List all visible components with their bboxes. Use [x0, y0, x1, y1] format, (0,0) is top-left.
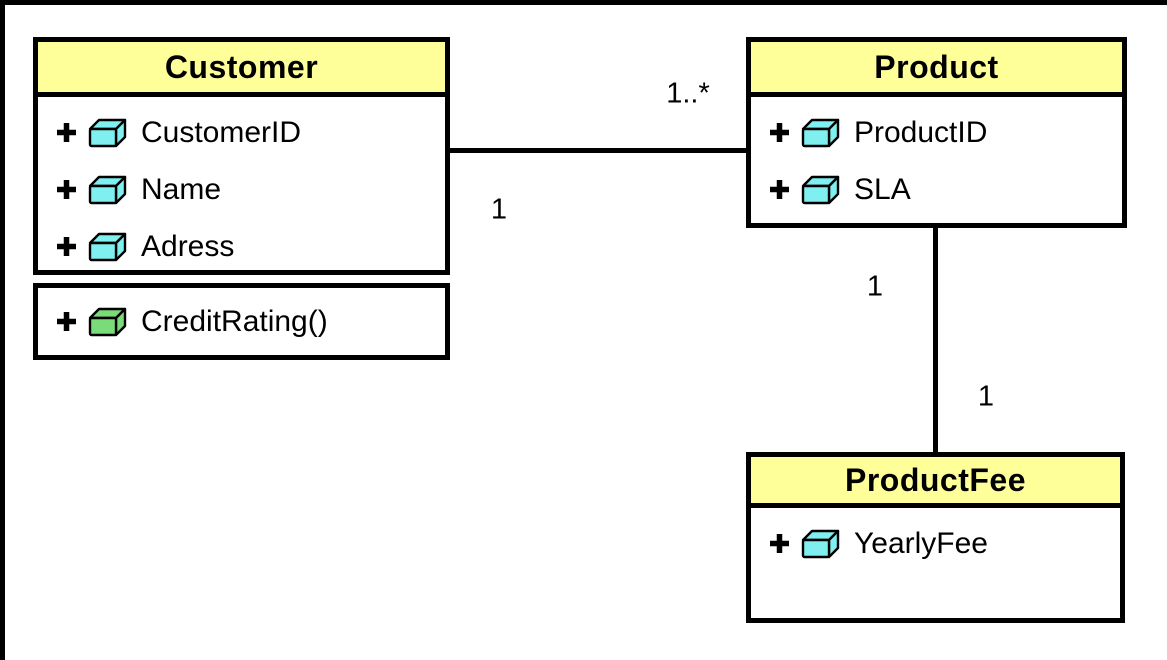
attribute-row: Adress: [38, 218, 445, 275]
class-productfee-title: ProductFee: [844, 461, 1027, 498]
class-product-attributes: ProductID SLA: [751, 97, 1122, 218]
class-customer-header: Customer: [38, 42, 445, 97]
multiplicity-product-end: 1..*: [666, 77, 710, 110]
public-visibility-icon: [770, 123, 789, 142]
multiplicity-product-fee-lower: 1: [977, 380, 995, 413]
association-product-productfee-line: [933, 228, 938, 452]
public-visibility-icon: [57, 123, 76, 142]
class-customer-title: Customer: [164, 48, 319, 85]
class-product-title: Product: [874, 48, 999, 85]
multiplicity-product-fee-upper: 1: [866, 270, 884, 303]
attribute-cube-icon: [801, 529, 840, 559]
attribute-label: YearlyFee: [854, 526, 988, 560]
attribute-label: SLA: [854, 172, 911, 206]
attribute-label: CustomerID: [141, 115, 302, 149]
attribute-cube-icon: [801, 175, 840, 205]
attribute-label: ProductID: [854, 115, 988, 149]
attribute-row: CustomerID: [38, 104, 445, 161]
attribute-label: Name: [141, 172, 222, 206]
attribute-cube-icon: [88, 118, 127, 148]
class-customer-attributes: CustomerID Name: [38, 97, 445, 275]
association-customer-product-line: [450, 148, 746, 153]
class-productfee-header: ProductFee: [751, 457, 1120, 508]
attribute-label: Adress: [141, 229, 235, 263]
attribute-cube-icon: [801, 118, 840, 148]
attribute-cube-icon: [88, 175, 127, 205]
attribute-row: Name: [38, 161, 445, 218]
method-label: CreditRating(): [141, 304, 328, 338]
public-visibility-icon: [57, 312, 76, 331]
attribute-row: YearlyFee: [751, 515, 1120, 572]
public-visibility-icon: [57, 180, 76, 199]
page-border-left: [0, 0, 5, 660]
public-visibility-icon: [57, 237, 76, 256]
method-cube-icon: [88, 307, 127, 337]
class-productfee-attributes: YearlyFee: [751, 508, 1120, 572]
multiplicity-customer-end: 1: [490, 193, 508, 226]
attribute-cube-icon: [88, 232, 127, 262]
attribute-row: SLA: [751, 161, 1122, 218]
class-customer-methods: CreditRating(): [33, 283, 450, 360]
class-product: Product ProductID: [746, 37, 1127, 228]
public-visibility-icon: [770, 180, 789, 199]
method-row: CreditRating(): [38, 305, 328, 339]
class-customer: Customer CustomerID: [33, 37, 450, 275]
attribute-row: ProductID: [751, 104, 1122, 161]
public-visibility-icon: [770, 534, 789, 553]
class-product-header: Product: [751, 42, 1122, 97]
page-border-top: [0, 0, 1167, 5]
class-productfee: ProductFee YearlyFee: [746, 452, 1125, 623]
